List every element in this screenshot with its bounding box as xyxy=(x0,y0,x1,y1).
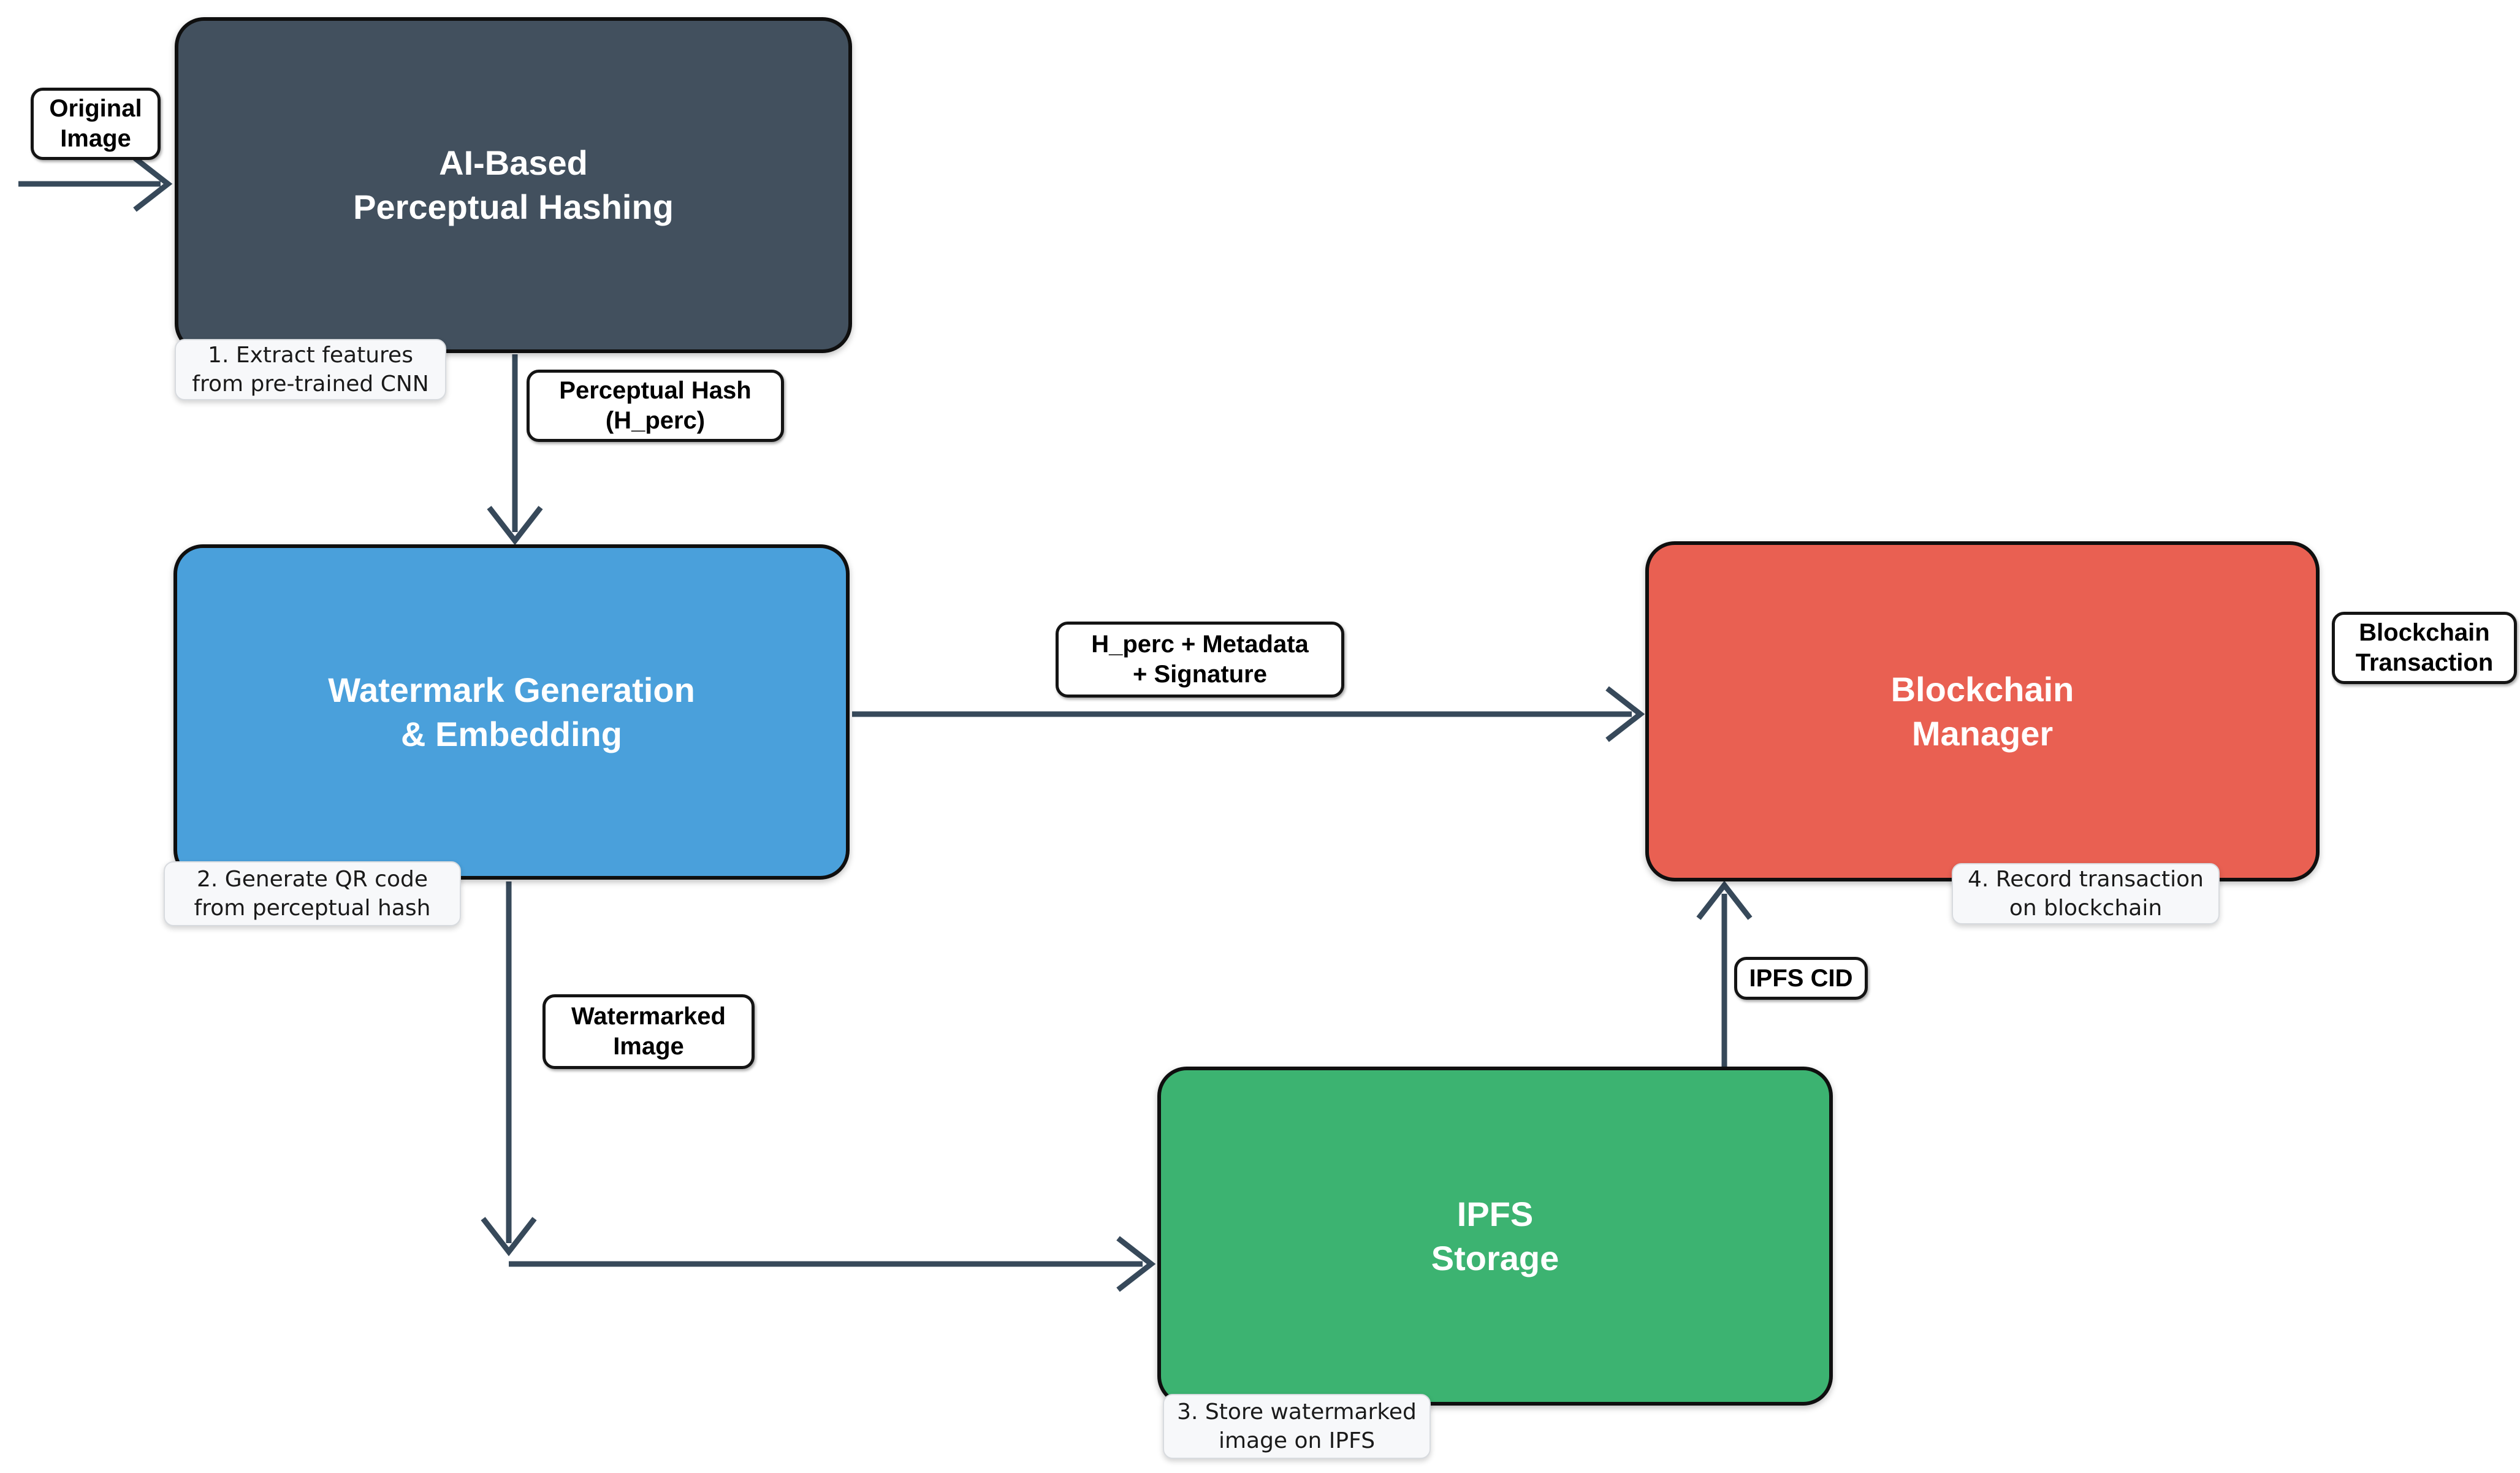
note-step-4-record-transaction: 4. Record transaction on blockchain xyxy=(1952,863,2220,924)
arrow-watermark-to-blockchain xyxy=(852,686,1645,742)
node-ai-perceptual-hashing-title: AI-Based Perceptual Hashing xyxy=(353,143,674,226)
node-ipfs-storage: IPFS Storage xyxy=(1157,1067,1833,1406)
edge-label-ipfs-cid: IPFS CID xyxy=(1734,957,1868,1000)
note-step-3-store-ipfs: 3. Store watermarked image on IPFS xyxy=(1163,1394,1431,1459)
node-ai-perceptual-hashing: AI-Based Perceptual Hashing xyxy=(175,17,852,353)
arrow-original-image-to-hashing xyxy=(18,156,173,212)
edge-label-hperc-metadata-signature: H_perc + Metadata + Signature xyxy=(1056,622,1344,698)
arrow-elbow-to-ipfs xyxy=(509,1236,1156,1292)
node-blockchain-manager: Blockchain Manager xyxy=(1645,541,2320,881)
node-watermark-generation: Watermark Generation & Embedding xyxy=(173,544,850,880)
note-step-1-extract-features: 1. Extract features from pre-trained CNN xyxy=(175,339,446,400)
note-step-2-generate-qr: 2. Generate QR code from perceptual hash xyxy=(164,861,461,926)
edge-label-original-image: Original Image xyxy=(31,88,161,160)
arrow-hashing-to-watermark xyxy=(487,354,543,546)
arrow-watermark-down xyxy=(481,881,537,1257)
node-ipfs-storage-title: IPFS Storage xyxy=(1431,1194,1559,1277)
edge-label-blockchain-transaction: Blockchain Transaction xyxy=(2332,612,2517,684)
node-watermark-generation-title: Watermark Generation & Embedding xyxy=(328,670,695,753)
node-blockchain-manager-title: Blockchain Manager xyxy=(1890,669,2074,753)
edge-label-watermarked-image: Watermarked Image xyxy=(542,994,755,1069)
edge-label-perceptual-hash: Perceptual Hash (H_perc) xyxy=(527,370,784,442)
arrow-ipfs-to-blockchain xyxy=(1696,880,1753,1068)
